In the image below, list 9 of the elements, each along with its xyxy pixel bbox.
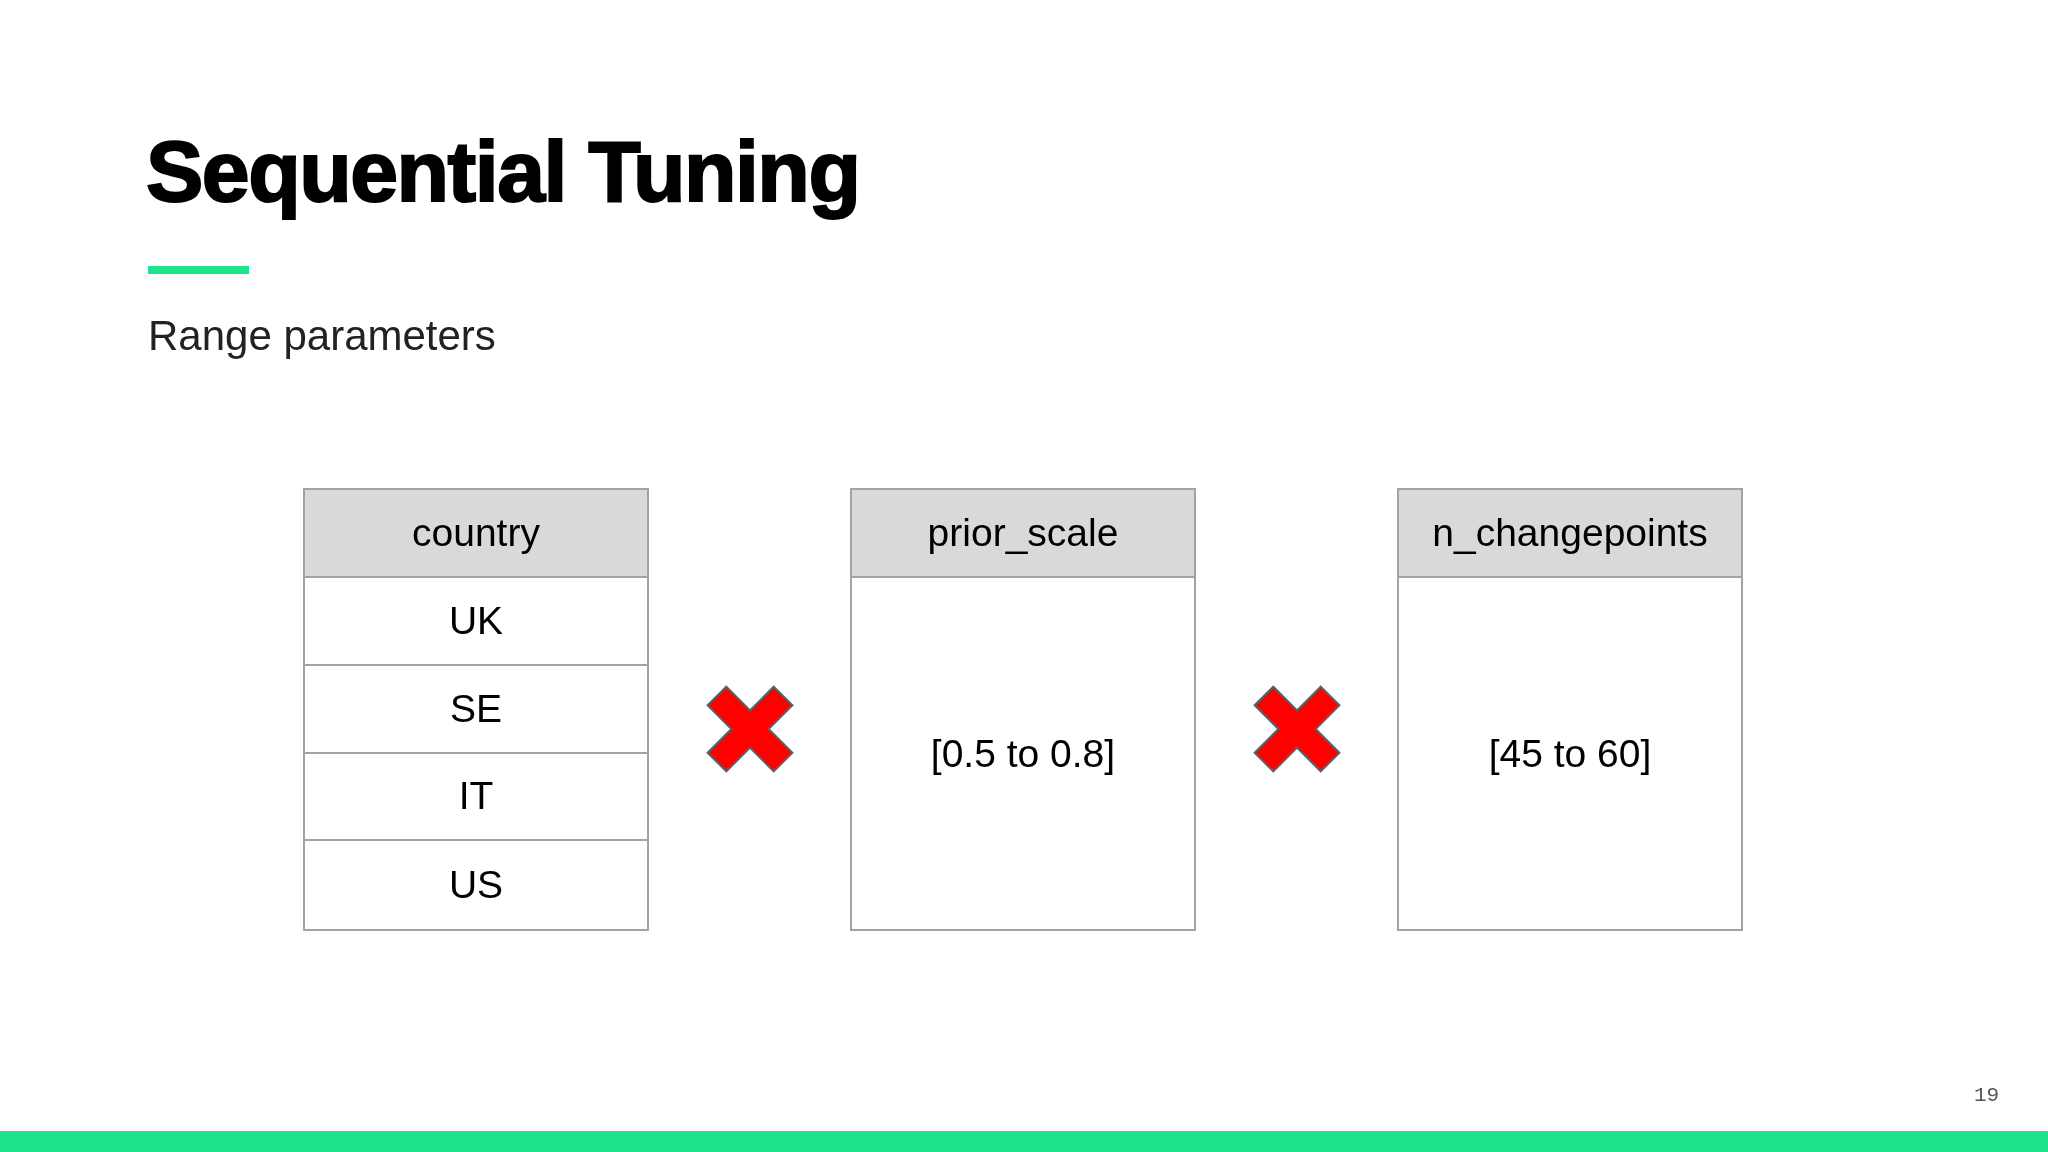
- column-header: country: [305, 490, 647, 578]
- page-number: 19: [1974, 1083, 2000, 1109]
- column-header: n_changepoints: [1399, 490, 1741, 578]
- data-table: [303, 488, 649, 931]
- column-header: prior_scale: [852, 490, 1194, 578]
- slide-title: Sequential Tuning: [146, 122, 860, 221]
- subtitle: Range parameters: [148, 311, 496, 361]
- data-table: [850, 488, 1196, 931]
- data-table: [1397, 488, 1743, 931]
